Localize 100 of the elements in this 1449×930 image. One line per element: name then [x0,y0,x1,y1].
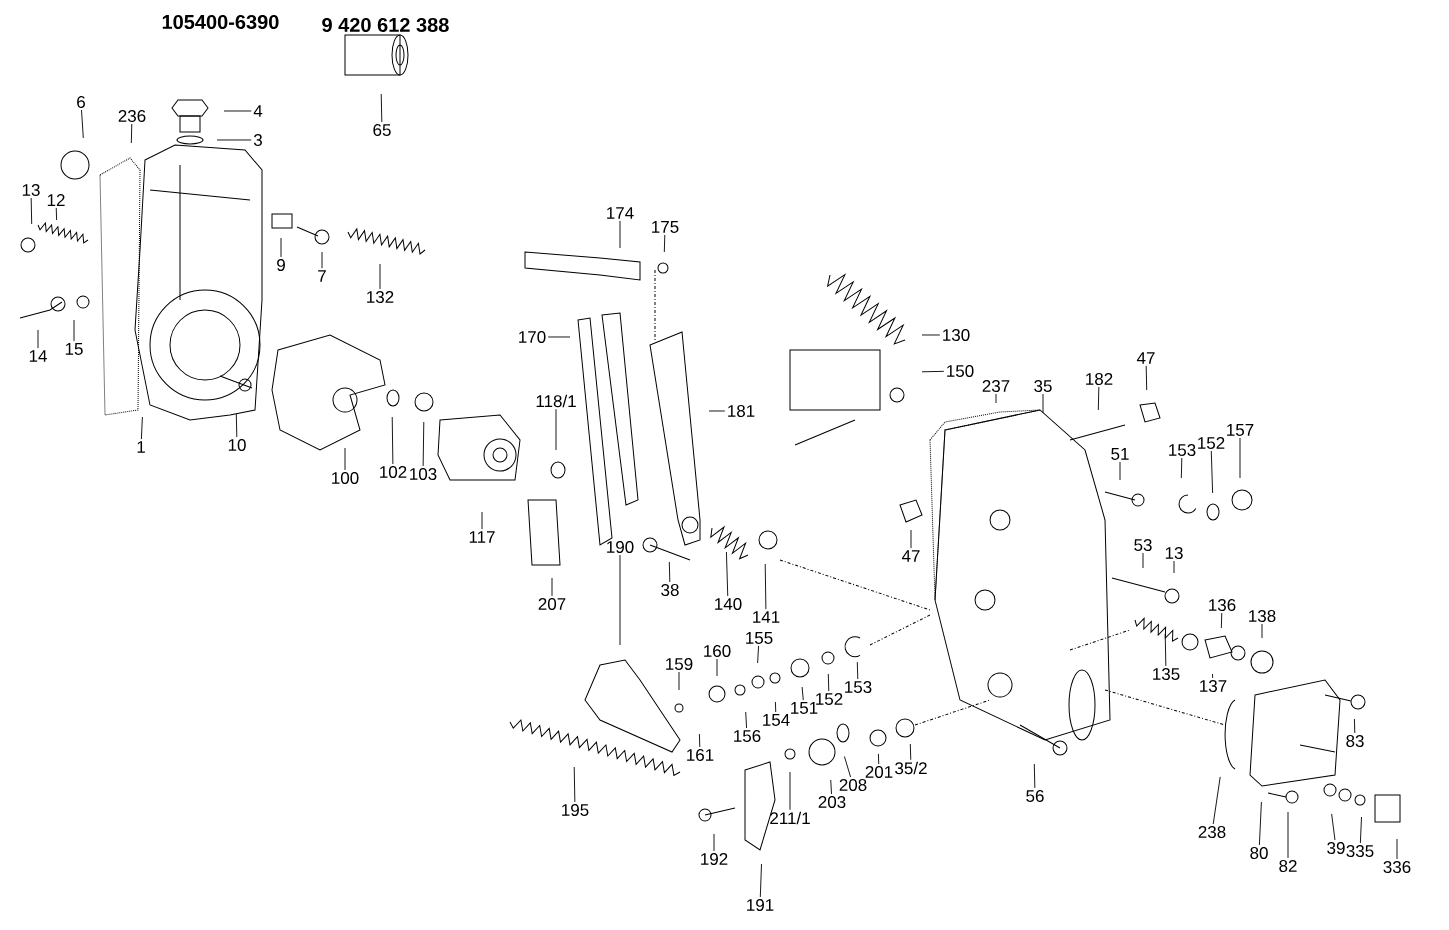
leader-line [1212,776,1221,825]
leader-line [1042,393,1044,414]
callout-number: 38 [661,584,679,596]
leader-line [235,413,238,438]
callout-number: 153 [1169,444,1196,456]
callout-number: 203 [818,796,846,808]
leader-line [1220,612,1223,629]
callout-number: 35 [1034,380,1052,392]
callout-number: 7 [318,270,326,282]
callout-number: 156 [734,730,761,742]
callout-number: 195 [562,804,589,816]
callout-number: 157 [1227,424,1254,436]
callout-number: 140 [715,598,742,610]
leader-line [1261,623,1263,639]
leader-line [764,563,767,610]
leader-line [37,329,39,349]
leader-line [380,93,383,123]
leader-line [1173,560,1175,574]
leader-line [1145,365,1148,391]
leader-line [1239,437,1241,479]
callout-number: 161 [687,749,714,761]
callout-number: 160 [704,645,731,657]
leader-line [573,766,576,803]
callout-number: 130 [943,329,970,341]
leader-line [909,743,912,761]
callout-number: 136 [1209,599,1236,611]
callout-number: 155 [746,632,773,644]
callout-number: 238 [1198,826,1226,838]
callout-number: 336 [1383,861,1411,873]
leader-line [321,251,323,269]
callout-number: 35/2 [895,761,927,775]
leader-line [1210,450,1214,494]
leader-line [1119,461,1121,481]
leader-line [73,319,75,342]
leader-line [759,863,762,898]
leader-line [1212,673,1214,679]
callout-number: 201 [865,766,893,778]
callout-number: 137 [1200,680,1227,692]
leader-line [1180,457,1183,479]
callout-number: 237 [982,380,1010,392]
leader-line [1033,763,1036,789]
leader-line [774,701,777,713]
leader-line [1258,801,1262,846]
callout-number: 100 [332,472,359,484]
callout-number: 208 [839,779,867,791]
leader-line [1164,633,1167,667]
leader-line [344,447,346,471]
callout-number: 9 [277,258,285,271]
callout-number: 207 [538,598,566,610]
leader-line [801,686,804,701]
callout-number: 118/1 [536,394,576,408]
callout-number: 190 [607,541,634,553]
leader-line [130,123,133,144]
leader-line [827,673,830,692]
leader-line [619,554,621,646]
leader-line [30,197,33,225]
callout-number: 39 [1327,842,1345,854]
callout-number: 80 [1250,847,1268,859]
callout-number: 103 [410,468,437,480]
leader-line [1142,552,1144,569]
leader-line [555,408,557,451]
leader-line [280,237,282,258]
leader-line [1396,838,1398,860]
callout-number: 65 [373,123,391,136]
leader-line [725,551,729,597]
leader-line [757,645,759,664]
callout-number: 150 [947,365,974,377]
callout-number: 159 [666,658,693,670]
part-number: 105400-6390 [162,14,279,30]
callout-number: 14 [29,350,47,362]
leader-line [481,511,483,530]
callout-number: 4 [253,105,263,117]
part-number: 9 420 612 388 [322,17,449,33]
callout-number: 135 [1153,668,1180,680]
callout-number: 211/1 [770,811,810,825]
leader-line [223,110,252,112]
leader-line [745,711,748,729]
leader-line [910,529,912,549]
leader-line [140,416,143,440]
callout-number: 15 [65,343,83,355]
leader-line [789,771,791,811]
callout-number: 56 [1026,790,1044,802]
leader-line [678,671,680,691]
callout-number: 51 [1111,448,1129,460]
leader-line [708,410,726,412]
callout-number: 82 [1279,860,1297,872]
callout-number: 102 [380,466,407,478]
leader-line [1287,811,1289,859]
callout-number: 192 [701,853,728,865]
callout-number: 13 [22,183,40,196]
leader-line [379,263,381,290]
callout-number: 10 [228,439,246,451]
callout-number: 174 [607,207,634,219]
leader-line [1353,718,1356,734]
leader-line [547,336,571,338]
callout-number: 83 [1346,735,1364,747]
leader-line [698,733,701,748]
leader-line [921,370,945,373]
callout-number: 182 [1086,373,1113,385]
leader-line [663,234,666,253]
